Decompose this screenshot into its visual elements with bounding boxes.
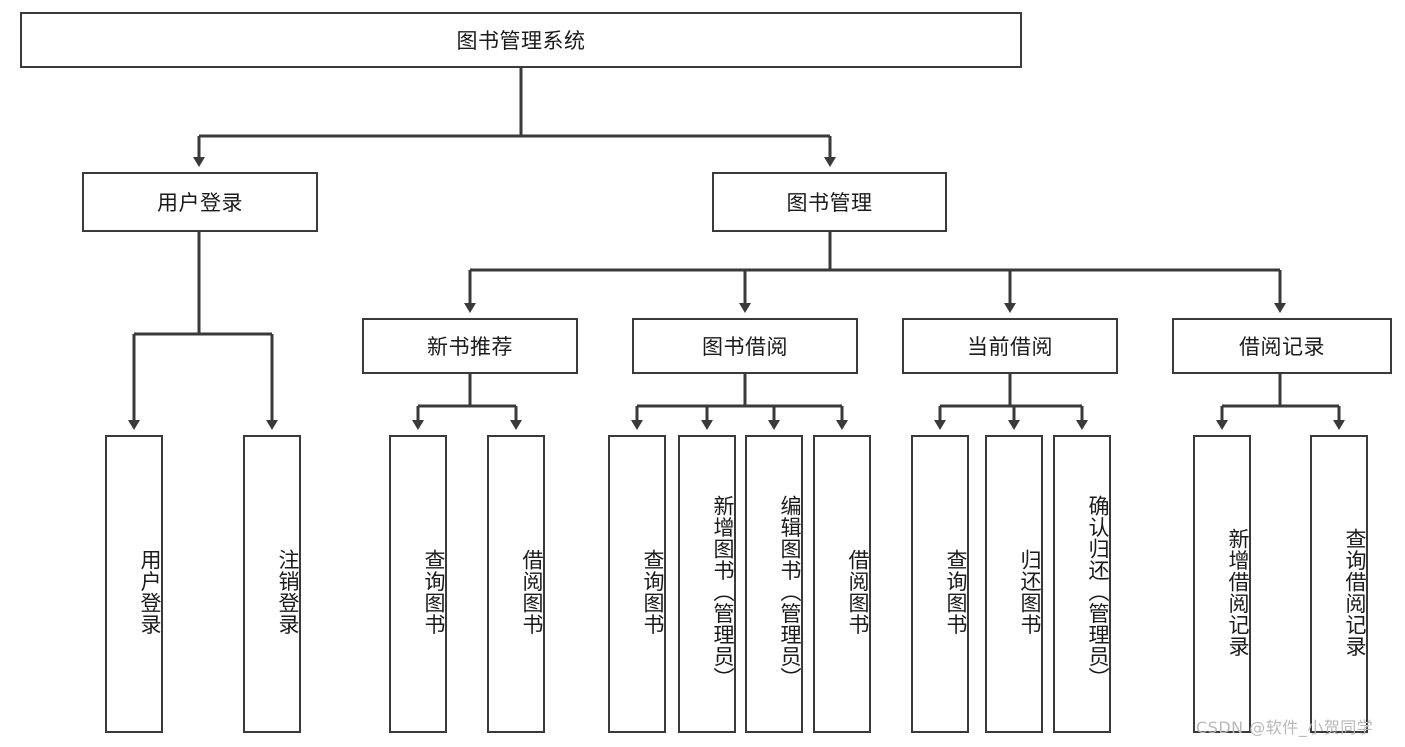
node-leaf-user-login[interactable]: 用户登录 [105, 435, 163, 733]
node-leaf-confirm-return[interactable]: 确认归还（管理员） [1053, 435, 1111, 733]
node-leaf-query-book-3[interactable]: 查询图书 [911, 435, 969, 733]
node-borrow-record[interactable]: 借阅记录 [1172, 318, 1392, 374]
node-leaf-add-record[interactable]: 新增借阅记录 [1193, 435, 1251, 733]
node-leaf-edit-book[interactable]: 编辑图书（管理员） [745, 435, 803, 733]
node-new-book-recommend[interactable]: 新书推荐 [362, 318, 578, 374]
node-book-borrow[interactable]: 图书借阅 [632, 318, 858, 374]
node-leaf-borrow-book-2[interactable]: 借阅图书 [813, 435, 871, 733]
csdn-watermark: CSDN @软件_小贺同学 [1196, 718, 1374, 737]
node-leaf-query-book-2[interactable]: 查询图书 [608, 435, 666, 733]
node-root[interactable]: 图书管理系统 [20, 12, 1022, 68]
node-leaf-query-record[interactable]: 查询借阅记录 [1310, 435, 1368, 733]
node-current-borrow[interactable]: 当前借阅 [902, 318, 1118, 374]
node-leaf-add-book[interactable]: 新增图书（管理员） [678, 435, 736, 733]
node-leaf-query-book-1[interactable]: 查询图书 [389, 435, 447, 733]
node-leaf-borrow-book-1[interactable]: 借阅图书 [487, 435, 545, 733]
node-leaf-logout[interactable]: 注销登录 [243, 435, 301, 733]
node-user-login[interactable]: 用户登录 [82, 172, 318, 232]
node-leaf-return-book[interactable]: 归还图书 [985, 435, 1043, 733]
node-book-manage[interactable]: 图书管理 [712, 172, 947, 232]
